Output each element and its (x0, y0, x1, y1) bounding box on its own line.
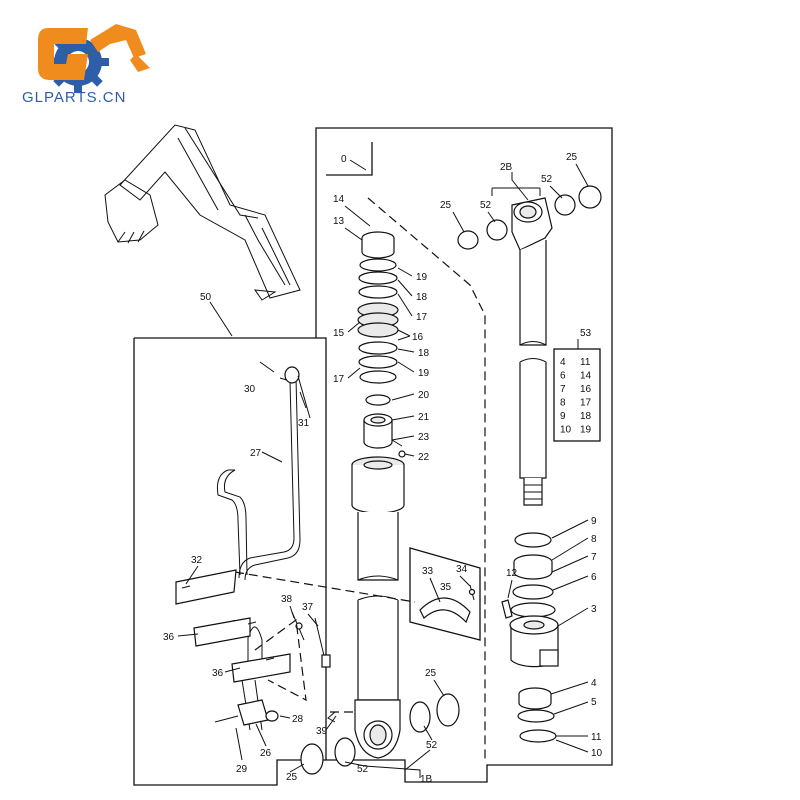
label-18: 18 (416, 292, 428, 303)
kit-53-item: 11 (580, 357, 591, 368)
label-13: 13 (333, 216, 345, 227)
kit-53-item: 18 (580, 411, 592, 422)
label-19: 19 (418, 368, 430, 379)
label-1B: 1B (420, 774, 433, 785)
kit-53-item: 7 (560, 384, 566, 395)
label-15: 15 (333, 328, 345, 339)
label-52: 52 (426, 740, 438, 751)
kit-53-item: 14 (580, 371, 592, 382)
label-4: 4 (591, 678, 597, 689)
label-39: 39 (316, 726, 328, 737)
kit-53-list: 4 11 6 14 7 16 8 17 9 18 10 19 (560, 357, 592, 436)
label-0: 0 (341, 154, 347, 165)
logo-text: GLPARTS.CN (22, 89, 127, 106)
label-38: 38 (281, 594, 293, 605)
label-7: 7 (591, 552, 597, 563)
label-23: 23 (418, 432, 430, 443)
callout-leaders (177, 163, 589, 778)
label-25: 25 (566, 152, 578, 163)
cylinder-barrel-1B (351, 456, 405, 759)
label-33: 33 (422, 566, 434, 577)
label-36: 36 (163, 632, 175, 643)
piston-rod-2B (457, 185, 602, 506)
assembly-frame-0 (315, 127, 613, 783)
kit-53-box (553, 348, 601, 442)
label-52: 52 (480, 200, 492, 211)
label-29: 29 (236, 764, 248, 775)
kit-53-item: 19 (580, 425, 592, 436)
excavator-arm-sketch (104, 124, 301, 301)
label-2B: 2B (500, 162, 513, 173)
label-50: 50 (200, 292, 212, 303)
label-6: 6 (591, 572, 597, 583)
label-28: 28 (292, 714, 304, 725)
label-18: 18 (418, 348, 430, 359)
label-17: 17 (333, 374, 345, 385)
piston-stack (501, 532, 559, 743)
label-17: 17 (416, 312, 428, 323)
label-27: 27 (250, 448, 262, 459)
kit-53-item: 8 (560, 398, 566, 409)
label-53: 53 (580, 328, 592, 339)
label-37: 37 (302, 602, 314, 613)
brackets-32-36 (175, 569, 291, 683)
label-25: 25 (286, 772, 298, 783)
label-19: 19 (416, 272, 428, 283)
label-35: 35 (440, 582, 452, 593)
label-3: 3 (591, 604, 597, 615)
label-9: 9 (591, 516, 597, 527)
label-36: 36 (212, 668, 224, 679)
kit-53-item: 4 (560, 357, 566, 368)
kit-53-item: 9 (560, 411, 566, 422)
label-25: 25 (425, 668, 437, 679)
pipe-clamp-33 (409, 547, 481, 641)
hydraulic-pipe-27 (214, 361, 307, 731)
label-22: 22 (418, 452, 430, 463)
bolts-37-38 (254, 611, 331, 702)
label-20: 20 (418, 390, 430, 401)
label-14: 14 (333, 194, 345, 205)
kit-53-item: 10 (560, 425, 572, 436)
label-52: 52 (357, 764, 369, 775)
kit-53-item: 16 (580, 384, 592, 395)
label-52: 52 (541, 174, 553, 185)
label-34: 34 (456, 564, 468, 575)
seal-stack (357, 231, 406, 458)
label-16: 16 (412, 332, 424, 343)
cylinder-frame (326, 142, 373, 176)
kit-53-item: 6 (560, 371, 566, 382)
label-10: 10 (591, 748, 603, 759)
label-8: 8 (591, 534, 597, 545)
kit-53-item: 17 (580, 398, 592, 409)
piping-frame-50 (133, 337, 326, 786)
label-11: 11 (591, 732, 602, 743)
label-32: 32 (191, 555, 203, 566)
part-callout-labels: 0 2B 25 25 52 52 14 13 19 18 17 15 16 18… (163, 152, 603, 785)
label-21: 21 (418, 412, 430, 423)
rod-eye-seals-1B (300, 693, 460, 775)
label-30: 30 (244, 384, 256, 395)
gear-g-excavator-logo-icon (38, 24, 150, 93)
glparts-logo (18, 10, 168, 120)
label-31: 31 (298, 418, 310, 429)
label-26: 26 (260, 748, 272, 759)
label-5: 5 (591, 697, 597, 708)
label-25: 25 (440, 200, 452, 211)
label-12: 12 (506, 568, 518, 579)
